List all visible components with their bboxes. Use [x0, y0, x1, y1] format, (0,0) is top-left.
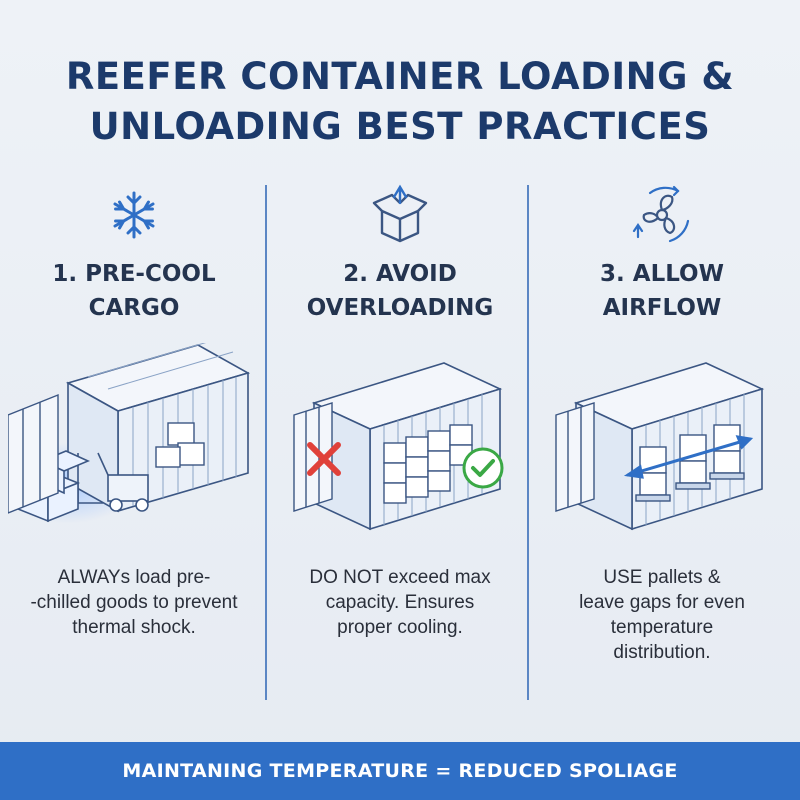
description-line: thermal shock.: [72, 617, 196, 638]
description-line: leave gaps for even: [579, 592, 745, 613]
practice-heading: 3. ALLOW AIRFLOW: [530, 257, 794, 325]
practice-column-pre-cool: 1. PRE-COOL CARGO: [2, 175, 266, 705]
heading-line-1: 2. AVOID: [343, 261, 457, 287]
description-line: capacity. Ensures: [325, 592, 475, 613]
snowflake-icon: [113, 191, 155, 239]
heading-line-1: 3. ALLOW: [600, 261, 724, 287]
practice-column-allow-airflow: 3. ALLOW AIRFLOW: [530, 175, 794, 705]
column-divider-2: [527, 185, 529, 700]
heading-line-2: AIRFLOW: [602, 295, 722, 321]
description-line: DO NOT exceed max: [309, 567, 491, 588]
description-line: temperature: [610, 617, 714, 638]
heading-line-2: CARGO: [88, 295, 180, 321]
container-forklift-illustration: [8, 343, 251, 523]
fan-airflow-icon: [632, 185, 690, 243]
practice-column-avoid-overloading: 2. AVOID OVERLOADING: [268, 175, 532, 705]
open-box-icon: [372, 184, 428, 243]
practice-description: DO NOT exceed max capacity. Ensures prop…: [278, 565, 522, 640]
cross-icon: [307, 442, 341, 476]
footer-banner: MAINTANING TEMPERATURE = REDUCED SPOLIAG…: [0, 742, 800, 800]
description-line: -chilled goods to prevent: [30, 592, 238, 613]
practice-description: USE pallets & leave gaps for even temper…: [540, 565, 784, 665]
title-line-1: REEFER CONTAINER LOADING &: [65, 55, 735, 98]
heading-line-1: 1. PRE-COOL: [52, 261, 216, 287]
practice-heading: 1. PRE-COOL CARGO: [2, 257, 266, 325]
title-line-2: UNLOADING BEST PRACTICES: [89, 105, 711, 148]
practice-heading: 2. AVOID OVERLOADING: [268, 257, 532, 325]
column-divider-1: [265, 185, 267, 700]
description-line: ALWAYs load pre-: [57, 567, 211, 588]
check-icon: [462, 447, 504, 489]
description-line: USE pallets &: [603, 567, 721, 588]
description-line: distribution.: [613, 642, 711, 663]
page-title: REEFER CONTAINER LOADING & UNLOADING BES…: [0, 52, 800, 152]
container-crates-illustration: [293, 362, 503, 531]
description-line: proper cooling.: [337, 617, 463, 638]
container-pallets-airflow-illustration: [555, 362, 765, 531]
practice-description: ALWAYs load pre- -chilled goods to preve…: [12, 565, 256, 640]
heading-line-2: OVERLOADING: [306, 295, 494, 321]
